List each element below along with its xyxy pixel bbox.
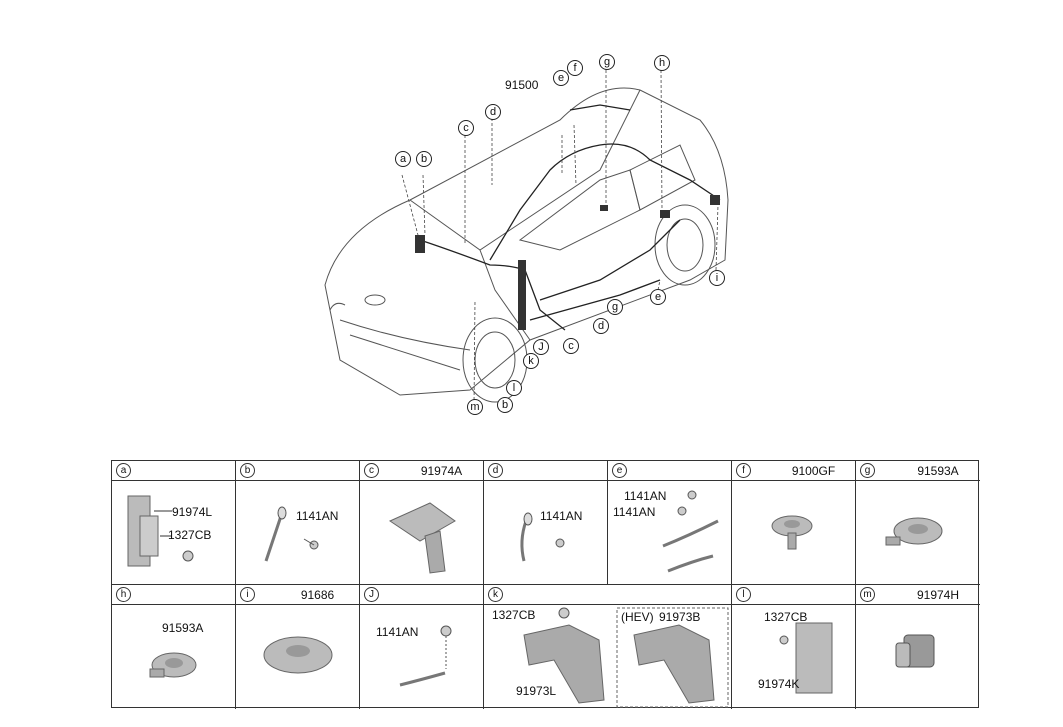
part-number-91500: 91500 [505, 78, 539, 92]
cell-header: b [236, 461, 359, 481]
cell-i: i 91686 [236, 585, 360, 709]
callout-J: J [533, 339, 549, 355]
cell-header: m 91974H [856, 585, 980, 605]
cell-g: g 91593A [856, 461, 980, 585]
tag-h: h [116, 587, 131, 602]
tag-d: d [488, 463, 503, 478]
grommet-icon [771, 515, 813, 550]
ground-wire-icon [399, 625, 452, 687]
tag-c: c [364, 463, 379, 478]
callout-b2: b [497, 397, 513, 413]
callout-a: a [395, 151, 411, 167]
bracket-icon [127, 495, 194, 567]
grommet-icon [149, 652, 197, 678]
callout-e2: e [650, 289, 666, 305]
cell-header: f 9100GF [732, 461, 855, 481]
callout-k: k [523, 353, 539, 369]
cell-header: g 91593A [856, 461, 980, 481]
cell-m: m 91974H [856, 585, 980, 709]
part-number: 91974H [916, 588, 960, 602]
cell-h: h 91593A [112, 585, 236, 709]
label-1141AN: 1141AN [540, 509, 583, 523]
part-number: 9100GF [791, 464, 836, 478]
cell-header: e [608, 461, 731, 481]
tag-k: k [488, 587, 503, 602]
cell-c: c 91974A [360, 461, 484, 585]
callout-h: h [654, 55, 670, 71]
tag-J: J [364, 587, 379, 602]
callout-d2: d [593, 318, 609, 334]
cell-header: k [484, 585, 731, 605]
tag-l: l [736, 587, 751, 602]
cell-a: a 91974L 1327CB [112, 461, 236, 585]
callout-e: e [553, 70, 569, 86]
cell-header: c 91974A [360, 461, 483, 481]
ground-wire-icon [520, 512, 565, 562]
cell-e: e 1141AN 1141AN [608, 461, 732, 585]
ground-wires-icon [662, 490, 719, 573]
tag-i: i [240, 587, 255, 602]
tag-b: b [240, 463, 255, 478]
cell-d: d 1141AN [484, 461, 608, 585]
tag-g: g [860, 463, 875, 478]
cell-f: f 9100GF [732, 461, 856, 585]
part-number: 91974A [420, 464, 463, 478]
callout-g2: g [607, 299, 623, 315]
cell-J: J 1141AN [360, 585, 484, 709]
tag-f: f [736, 463, 751, 478]
cell-header: i 91686 [236, 585, 359, 605]
ground-wire-icon [264, 506, 319, 562]
part-number: 91686 [300, 588, 335, 602]
label-1327CB: 1327CB [168, 528, 212, 542]
cell-k: k 1327CB 91973L (HEV) 91973B [484, 585, 732, 709]
cell-l: l 1327CB 91974K [732, 585, 856, 709]
junction-box-covers-icon [523, 607, 729, 708]
callout-c2: c [563, 338, 579, 354]
cell-header: d [484, 461, 607, 481]
callout-m: m [467, 399, 483, 415]
callout-g: g [599, 54, 615, 70]
callout-b: b [416, 151, 432, 167]
protector-icon [388, 502, 456, 574]
relay-box-icon [779, 622, 833, 694]
label-91973B: 91973B [659, 610, 701, 624]
plug-icon [263, 636, 333, 674]
label-1141AN-top: 1141AN [624, 489, 667, 503]
car-outline-drawing [324, 69, 729, 406]
part-number: 91593A [917, 464, 959, 478]
label-1327CB: 1327CB [492, 608, 536, 622]
connector-icon [895, 634, 935, 668]
label-91973L: 91973L [516, 684, 557, 698]
callout-l: l [506, 380, 522, 396]
label-91974L: 91974L [172, 505, 213, 519]
callout-i: i [709, 270, 725, 286]
cell-header: l [732, 585, 855, 605]
label-91593A: 91593A [162, 621, 204, 635]
cell-header: J [360, 585, 483, 605]
label-91974K: 91974K [758, 677, 800, 691]
label-HEV: (HEV) [621, 610, 654, 624]
callout-f: f [567, 60, 583, 76]
tag-m: m [860, 587, 875, 602]
cell-header: a [112, 461, 235, 481]
cell-header: h [112, 585, 235, 605]
callout-c: c [458, 120, 474, 136]
parts-table: a 91974L 1327CB b 1141AN c 91974A d 1141A… [111, 460, 980, 709]
label-1327CB: 1327CB [764, 610, 808, 624]
tag-a: a [116, 463, 131, 478]
label-1141AN-bottom: 1141AN [613, 505, 656, 519]
car-wiring-diagram: 91500 a b c d e f g h i e g d c J k l m … [300, 50, 740, 420]
cell-b: b 1141AN [236, 461, 360, 585]
tag-e: e [612, 463, 627, 478]
callout-d: d [485, 104, 501, 120]
label-1141AN: 1141AN [296, 509, 339, 523]
grommet-icon [885, 517, 943, 546]
label-1141AN: 1141AN [376, 625, 419, 639]
